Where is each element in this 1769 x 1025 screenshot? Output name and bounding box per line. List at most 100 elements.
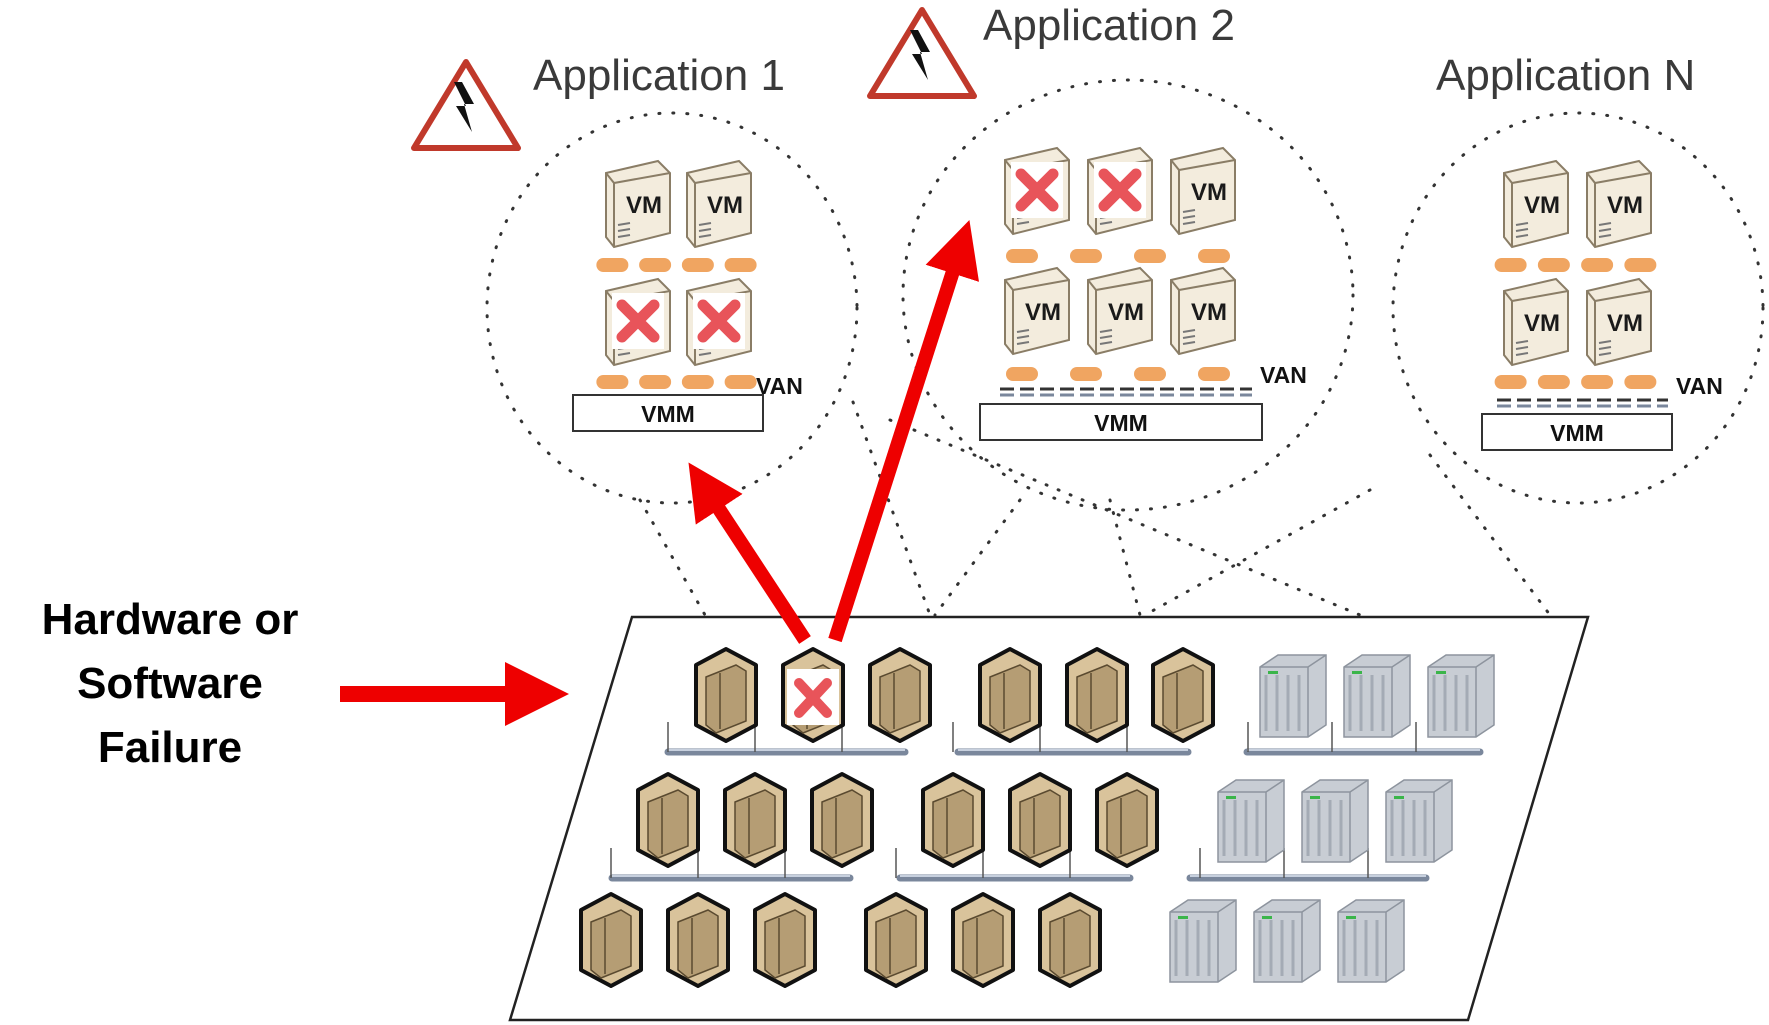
datacenter-servers: [579, 647, 1495, 988]
server-icon: [694, 647, 758, 743]
mapping-link: [1108, 498, 1142, 617]
vmm-label: VMM: [641, 401, 695, 427]
server-icon: [723, 772, 787, 868]
vm-failed-icon: [686, 277, 752, 367]
server-icon: [864, 892, 928, 988]
network-link-dash: [596, 258, 629, 272]
network-link-dash: [1494, 258, 1527, 272]
failure-label: Hardware or Software Failure: [42, 595, 299, 772]
server-icon: [1385, 779, 1453, 863]
application-cluster: Application N VM VM VM VM VAN VMM: [1436, 51, 1723, 451]
failure-line-2: Software: [77, 659, 263, 708]
network-link-dash: [1581, 375, 1614, 389]
application-title: Application N: [1436, 51, 1695, 100]
mapping-link: [888, 418, 1362, 617]
vm-icon: VM: [686, 159, 752, 249]
network-link-dash: [596, 375, 629, 389]
network-link-dash: [724, 258, 757, 272]
server-failed-icon: [781, 647, 845, 743]
vm-label: VM: [1025, 299, 1061, 326]
vm-failed-icon: [1004, 146, 1070, 236]
server-icon: [921, 772, 985, 868]
network-link-dash: [1134, 249, 1166, 263]
vm-label: VM: [1524, 310, 1560, 337]
van-label: VAN: [1260, 362, 1307, 388]
network-link-dash: [1006, 249, 1038, 263]
application-boundary: [901, 78, 1355, 512]
network-link-dash: [1537, 375, 1570, 389]
server-icon: [1343, 654, 1411, 738]
network-link-dash: [1006, 367, 1038, 381]
vmm-label: VMM: [1094, 410, 1148, 436]
network-link-dash: [639, 258, 672, 272]
vm-label: VM: [1524, 192, 1560, 219]
application-boundary: [1391, 111, 1765, 505]
application-title: Application 1: [533, 51, 785, 100]
vm-label: VM: [1191, 299, 1227, 326]
vm-label: VM: [1191, 179, 1227, 206]
server-icon: [579, 892, 643, 988]
vmm-box: [1481, 413, 1673, 451]
alert-icon: [867, 7, 977, 99]
network-link-dash: [681, 258, 714, 272]
vm-icon: VM: [1503, 277, 1569, 367]
alert-icon: [411, 59, 521, 151]
network-link-dash: [1070, 367, 1102, 381]
server-icon: [753, 892, 817, 988]
vmm-box: [979, 403, 1263, 441]
server-icon: [666, 892, 730, 988]
server-icon: [868, 647, 932, 743]
server-icon: [636, 772, 700, 868]
vm-label: VM: [1607, 310, 1643, 337]
network-link-dash: [639, 375, 672, 389]
vm-icon: VM: [1586, 159, 1652, 249]
network-link-dash: [1581, 258, 1614, 272]
vmm-box: [572, 394, 764, 432]
network-link-dash: [1537, 258, 1570, 272]
server-icon: [1095, 772, 1159, 868]
vm-label: VM: [626, 192, 662, 219]
application-cluster: Application 2 VM VM VM VM VAN VMM: [867, 1, 1307, 441]
server-icon: [1038, 892, 1102, 988]
vm-label: VM: [1607, 192, 1643, 219]
vm-label: VM: [707, 192, 743, 219]
server-icon: [1008, 772, 1072, 868]
van-label: VAN: [1676, 373, 1723, 399]
network-link-dash: [1134, 367, 1166, 381]
vm-failed-icon: [1087, 146, 1153, 236]
network-link-dash: [1494, 375, 1527, 389]
application-clusters: Application 1 VM VM VAN VMM Application 2 VM VM…: [411, 1, 1723, 451]
mapping-link: [933, 498, 1022, 617]
vm-icon: VM: [1170, 146, 1236, 236]
vmm-label: VMM: [1550, 420, 1604, 446]
network-link-dash: [1198, 249, 1230, 263]
server-icon: [810, 772, 874, 868]
application-title: Application 2: [983, 1, 1235, 50]
propagation-arrow-app2: [828, 219, 980, 643]
server-icon: [1259, 654, 1327, 738]
network-link-dash: [1624, 258, 1657, 272]
mapping-link: [1143, 488, 1372, 617]
mapping-link: [851, 400, 932, 617]
failure-arrows: [340, 219, 980, 726]
network-link-dash: [1198, 367, 1230, 381]
vm-icon: VM: [1586, 277, 1652, 367]
datacenter-platform: [508, 615, 1590, 1022]
vm-icon: VM: [1503, 159, 1569, 249]
server-icon: [1337, 899, 1405, 983]
network-link-dash: [724, 375, 757, 389]
network-link-dash: [1624, 375, 1657, 389]
vm-icon: VM: [605, 159, 671, 249]
network-link-dash: [1070, 249, 1102, 263]
application-boundaries: [485, 78, 1765, 512]
server-icon: [1169, 899, 1237, 983]
server-icon: [1217, 779, 1285, 863]
propagation-arrow-app1: [688, 462, 811, 644]
vm-icon: VM: [1087, 266, 1153, 356]
failure-line-1: Hardware or: [42, 595, 299, 644]
mapping-link: [638, 498, 707, 617]
application-boundary: [485, 111, 859, 505]
server-icon: [1427, 654, 1495, 738]
